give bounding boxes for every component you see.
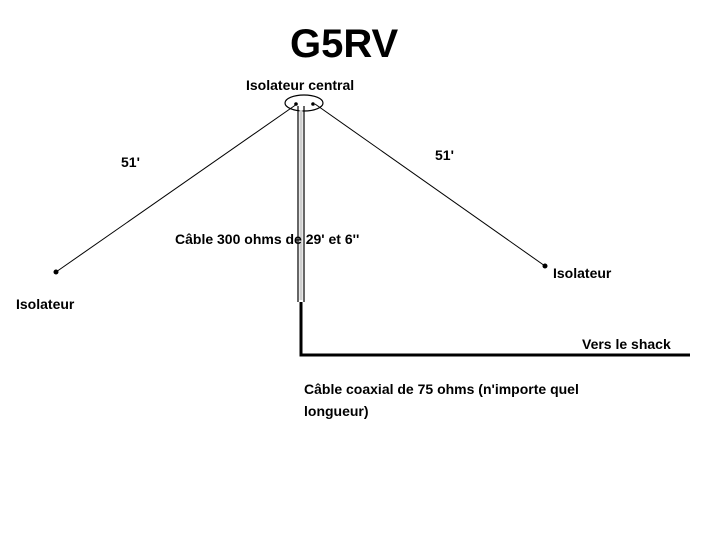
- left-insulator-dot: [53, 269, 59, 275]
- diagram-title: G5RV: [290, 22, 399, 66]
- ladder-line: [297, 106, 305, 302]
- coax-cable-line: [299, 302, 690, 357]
- to-shack-label: Vers le shack: [582, 336, 671, 352]
- right-leg-length-label: 51': [435, 147, 454, 163]
- center-insulator-label: Isolateur central: [246, 77, 355, 93]
- right-insulator-label: Isolateur: [553, 265, 612, 281]
- right-insulator-dot: [542, 263, 548, 269]
- left-leg-length-label: 51': [121, 154, 140, 170]
- coax-cable-label: Câble coaxial de 75 ohms (n'importe quel…: [304, 381, 579, 419]
- right-dipole-leg: [314, 103, 546, 267]
- center-insulator-right-point: [311, 102, 315, 106]
- left-insulator-label: Isolateur: [16, 296, 75, 312]
- left-dipole-leg: [55, 103, 298, 273]
- center-insulator-left-point: [294, 102, 298, 106]
- ladder-line-label: Câble 300 ohms de 29' et 6'': [175, 231, 360, 247]
